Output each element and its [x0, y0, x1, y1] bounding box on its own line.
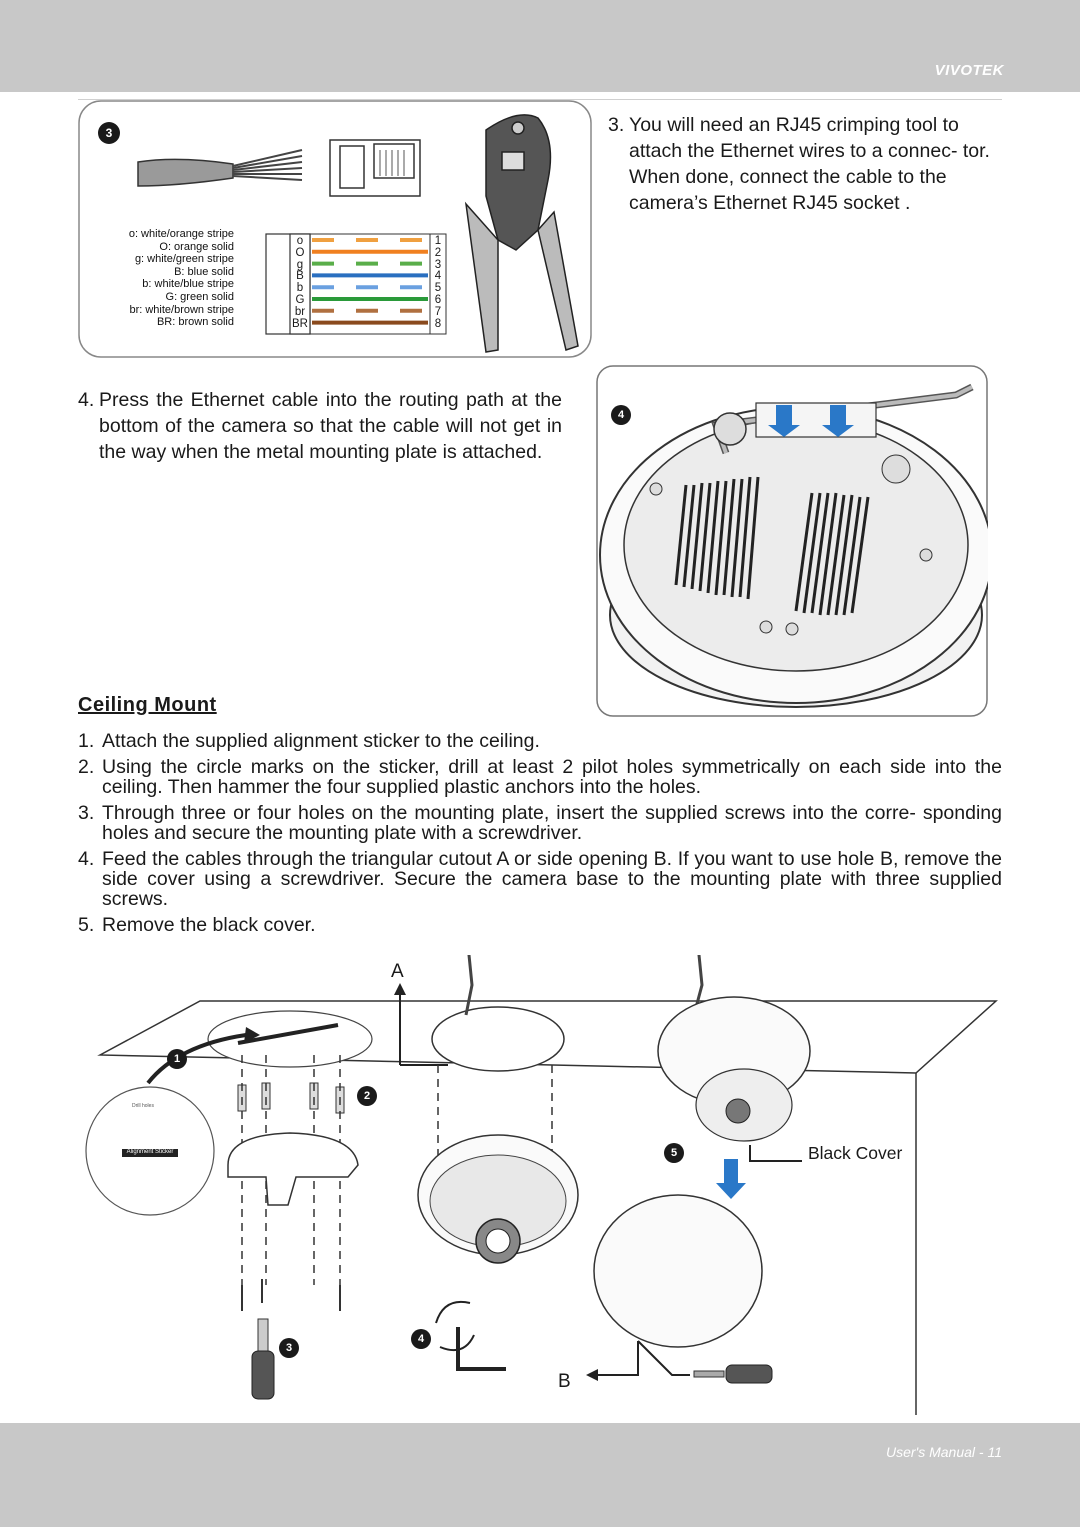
step-badge-1: 1: [167, 1049, 187, 1069]
step-body: Attach the supplied alignment sticker to…: [102, 730, 540, 752]
step-number: 3.: [608, 114, 625, 136]
step-number: 1.: [78, 730, 95, 752]
legend-line: b: white/blue stripe: [142, 278, 234, 291]
list-item: 2. Using the circle marks on the sticker…: [78, 757, 1002, 797]
step-number: 5.: [78, 914, 95, 936]
step-badge-3: 3: [98, 122, 120, 144]
step-number: 3.: [78, 802, 95, 824]
step-badge-2: 2: [357, 1086, 377, 1106]
brand-logo: VIVOTEK: [934, 62, 1004, 79]
legend-line: g: white/green stripe: [134, 253, 234, 266]
pin-letter: O: [295, 246, 305, 259]
ceiling-mount-figure: 1 2 3 4 5 A B Black Cover Alignment Stic…: [78, 944, 1002, 1421]
legend-line: B: blue solid: [174, 265, 234, 278]
pin-number: 8: [434, 317, 442, 330]
step-body: Feed the cables through the triangular c…: [102, 848, 1002, 910]
pin-number: 3: [434, 258, 442, 271]
list-item: 5. Remove the black cover.: [78, 915, 1002, 935]
step-4-text: 4. Press the Ethernet cable into the rou…: [78, 387, 562, 465]
legend-line: G: green solid: [165, 290, 234, 303]
camera-base-illustration: [596, 365, 993, 717]
pin-number: 4: [434, 270, 442, 283]
alignment-sticker-label: Alignment Sticker: [126, 1149, 174, 1155]
pin-letter: b: [296, 282, 304, 295]
ceiling-mount-illustration: [85, 944, 998, 1415]
step-body: You will need an RJ45 crimping tool to a…: [629, 114, 990, 214]
step-badge-5: 5: [664, 1143, 684, 1163]
legend-line: br: white/brown stripe: [129, 303, 234, 316]
pin-number: 1: [434, 235, 442, 247]
cable-routing-figure: 4: [596, 365, 993, 717]
pin-letter: g: [296, 258, 304, 271]
header-bar: [0, 0, 1080, 92]
label-b: B: [558, 1371, 571, 1392]
ceiling-mount-steps: 1. Attach the supplied alignment sticker…: [78, 731, 1002, 941]
list-item: 1. Attach the supplied alignment sticker…: [78, 731, 1002, 751]
step-body: Using the circle marks on the sticker, d…: [102, 756, 1002, 798]
pin-number-column: 1 2 3 4 5 6 7 8: [430, 235, 446, 330]
pin-number: 7: [434, 305, 442, 318]
label-a: A: [391, 961, 404, 982]
pin-letter: BR: [292, 317, 308, 330]
black-cover-label: Black Cover: [808, 1143, 903, 1163]
legend-line: o: white/orange stripe: [128, 228, 234, 240]
pin-number: 6: [434, 293, 442, 306]
step-body: Press the Ethernet cable into the routin…: [99, 389, 562, 463]
step-3-text: 3. You will need an RJ45 crimping tool t…: [608, 112, 1008, 216]
footer-bar: [0, 1423, 1080, 1527]
wire-stripes: [312, 238, 428, 325]
header-rule: [78, 99, 1002, 100]
page-number: User's Manual - 11: [885, 1444, 1002, 1460]
wire-color-legend: o: white/orange stripe O: orange solid g…: [92, 228, 234, 329]
wiring-figure-frame: [78, 100, 592, 358]
legend-line: BR: brown solid: [156, 316, 234, 329]
step-badge-3: 3: [279, 1338, 299, 1358]
wiring-figure: 3 o: white/orange stripe O: orange solid…: [78, 100, 592, 358]
pin-letter-column: o O g B b G br BR: [290, 235, 310, 330]
step-number: 4.: [78, 848, 95, 870]
pin-number: 5: [434, 282, 442, 295]
list-item: 4. Feed the cables through the triangula…: [78, 849, 1002, 909]
pin-number: 2: [434, 246, 442, 259]
pin-letter: B: [296, 270, 304, 283]
legend-line: O: orange solid: [159, 240, 234, 253]
step-number: 2.: [78, 756, 95, 778]
section-heading: Ceiling Mount: [78, 694, 217, 716]
step-body: Through three or four holes on the mount…: [102, 802, 1002, 844]
pin-letter: br: [294, 305, 306, 318]
drill-holes-label: Drill holes: [132, 1103, 154, 1109]
step-body: Remove the black cover.: [102, 914, 316, 936]
list-item: 3. Through three or four holes on the mo…: [78, 803, 1002, 843]
step-badge-4: 4: [411, 1329, 431, 1349]
step-number: 4.: [78, 389, 95, 411]
pin-letter: o: [296, 235, 304, 247]
step-badge-4: 4: [611, 405, 631, 425]
pin-letter: G: [295, 293, 305, 306]
